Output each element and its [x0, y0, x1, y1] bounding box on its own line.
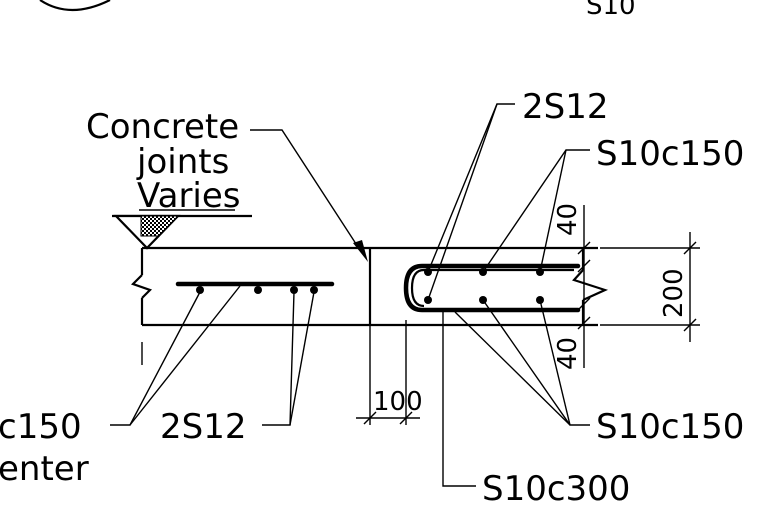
stirrup-inner	[410, 268, 574, 308]
dimension-40-top: 40	[553, 203, 583, 236]
top-bar-label: 2S12	[522, 87, 608, 127]
top-bar-leader-2	[427, 103, 498, 301]
dimension-40-bottom: 40	[553, 337, 583, 370]
left-bar-leader-1	[262, 291, 295, 426]
dim-tick	[577, 316, 591, 330]
dim-tick	[399, 411, 413, 425]
stirrup-300-label: S10c300	[482, 469, 630, 509]
top-right-partial-label: S10	[586, 0, 636, 21]
stirrup-top-label: S10c150	[596, 134, 744, 174]
left-center-label: enter	[0, 449, 89, 489]
dimension-100: 100	[373, 387, 423, 417]
slab-rebar-dot	[196, 286, 204, 294]
top-bar-leader-1	[427, 103, 515, 273]
joints-label: joints	[136, 142, 229, 182]
stirrup-300-leader	[442, 312, 476, 487]
concrete-label: Concrete	[86, 107, 239, 147]
slab-rebar-dot	[310, 286, 318, 294]
left-bar-leader-2	[289, 291, 315, 426]
dim-tick	[683, 318, 697, 332]
beam-break-symbol	[572, 269, 609, 302]
stirrup-bottom-leader-2	[539, 299, 571, 426]
concrete-joint-leader	[250, 129, 361, 251]
level-hatch	[140, 215, 180, 237]
slab-rebar-dot	[290, 286, 298, 294]
dim-tick	[577, 241, 591, 255]
stirrup-bottom-label: S10c150	[596, 407, 744, 447]
dim-tick	[683, 241, 697, 255]
dim-tick	[577, 297, 591, 311]
left-mesh-leader-2	[129, 285, 241, 426]
left-mesh-leader-1	[110, 291, 201, 426]
concrete-joint-arrowhead	[353, 240, 368, 262]
left-mesh-label: c150	[0, 407, 82, 447]
slab-break-symbol	[130, 274, 153, 299]
stirrup-top-leader-2	[539, 149, 567, 273]
dim-tick	[577, 259, 591, 273]
stirrup-bottom-leader-3	[454, 311, 571, 426]
dimension-200: 200	[659, 268, 689, 318]
dim-tick	[363, 411, 377, 425]
slab-rebar-dot	[254, 286, 262, 294]
detail-marker-arc	[39, 0, 111, 11]
left-bar-label: 2S12	[160, 407, 246, 447]
stirrup-outer	[403, 263, 581, 313]
